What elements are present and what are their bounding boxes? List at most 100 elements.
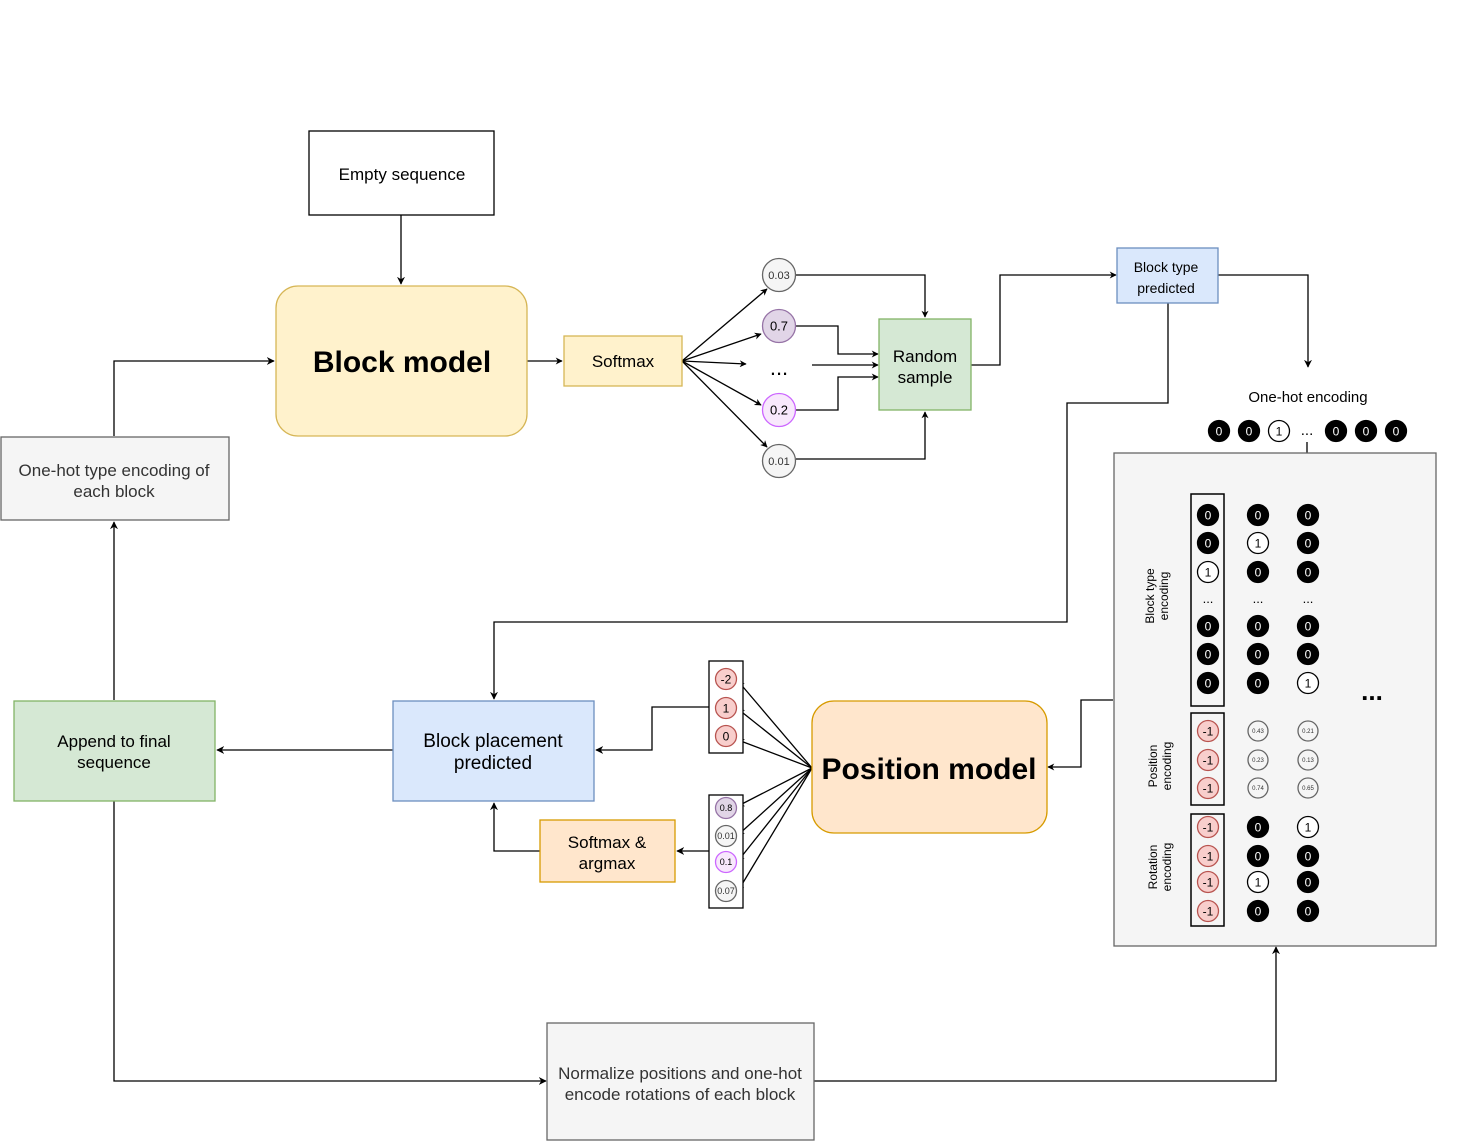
block-placement-box: Block placement predicted (392, 700, 595, 802)
svg-text:1: 1 (1276, 424, 1283, 438)
svg-text:0: 0 (1305, 619, 1312, 633)
normalize-box: Normalize positions and one-hot encode r… (546, 1022, 815, 1141)
position-encoding-label-2: encoding (1160, 742, 1174, 791)
rotation-output-value: 0.1 (714, 850, 738, 874)
softmax-argmax-label-1: Softmax & (568, 833, 647, 852)
softmax-label: Softmax (592, 352, 655, 371)
softmax-argmax-label-2: argmax (579, 854, 636, 873)
svg-text:1: 1 (1255, 875, 1262, 889)
softmax-probabilities: 0.03 0.7... 0.2 0.01 (761, 257, 797, 479)
block-type-bit: 0 (1196, 531, 1220, 555)
position-encoding-label-1: Position (1146, 745, 1160, 788)
position-value: -1 (1196, 776, 1220, 800)
one-hot-bit: 0 (1384, 419, 1408, 443)
rotation-value: -1 (1196, 870, 1220, 894)
position-selected-frame (1190, 712, 1225, 806)
block-type-bit: 0 (1296, 614, 1320, 638)
svg-text:0.7: 0.7 (770, 319, 788, 334)
svg-text:0: 0 (1255, 647, 1262, 661)
svg-text:1: 1 (1305, 676, 1312, 690)
append-final-label-2: sequence (77, 753, 151, 772)
rotation-bit: 0 (1246, 899, 1270, 923)
svg-text:0: 0 (1205, 647, 1212, 661)
rotation-output-vector: 0.8 0.010.1 0.07 (708, 794, 744, 909)
empty-sequence-box: Empty sequence (308, 130, 495, 216)
one-hot-type-label-2: each block (73, 482, 155, 501)
edge-pm-o3 (737, 738, 813, 769)
normalize-label-1: Normalize positions and one-hot (558, 1064, 802, 1083)
svg-text:0: 0 (1255, 565, 1262, 579)
svg-text:0: 0 (1205, 676, 1212, 690)
svg-text:0.01: 0.01 (768, 456, 789, 468)
one-hot-bit: 0 (1207, 419, 1231, 443)
block-type-bit: 0 (1196, 642, 1220, 666)
svg-text:1: 1 (1255, 536, 1262, 550)
rotation-value: -1 (1196, 844, 1220, 868)
empty-sequence-label: Empty sequence (339, 165, 466, 184)
svg-text:0: 0 (1246, 424, 1253, 438)
svg-text:0.21: 0.21 (1302, 729, 1314, 735)
rotation-output-value: 0.07 (714, 879, 738, 903)
edge-posvec-placement (595, 706, 709, 754)
edge-fan-5 (681, 360, 768, 448)
edge-append-normalize (113, 801, 547, 1085)
svg-text:0: 0 (1216, 424, 1223, 438)
svg-text:0: 0 (1255, 676, 1262, 690)
one-hot-type-encoding-box: One-hot type encoding of each block (0, 436, 230, 521)
rotation-output-value: 0.01 (714, 824, 738, 848)
edge-p2-rs (796, 325, 879, 358)
svg-text:-1: -1 (1203, 875, 1214, 889)
block-type-ellipsis: ... (1303, 591, 1314, 606)
random-sample-box: Random sample (878, 318, 972, 411)
svg-text:0: 0 (1255, 619, 1262, 633)
svg-text:0.65: 0.65 (1302, 786, 1314, 792)
position-value: 0.21 (1297, 720, 1319, 742)
block-placement-label-1: Block placement (423, 731, 563, 752)
position-value: 0.23 (1247, 749, 1269, 771)
block-type-bit: 0 (1246, 642, 1270, 666)
block-model-box: Block model (275, 285, 528, 437)
block-type-bit: 0 (1296, 531, 1320, 555)
edge-fan-2 (681, 332, 762, 362)
svg-text:0.03: 0.03 (768, 270, 789, 282)
rotation-bit: 0 (1246, 844, 1270, 868)
block-type-bit: 1 (1296, 671, 1320, 695)
svg-text:1: 1 (1205, 565, 1212, 579)
svg-text:0: 0 (1205, 619, 1212, 633)
position-value: 0.74 (1247, 777, 1269, 799)
rotation-bit: 1 (1296, 815, 1320, 839)
block-type-bit: 0 (1196, 614, 1220, 638)
prob-ellipsis: ... (770, 355, 788, 380)
svg-text:0: 0 (1255, 508, 1262, 522)
append-final-box: Append to final sequence (13, 700, 216, 802)
prob-circle: 0.2 (761, 392, 797, 428)
position-value: -1 (1196, 748, 1220, 772)
svg-text:1: 1 (1305, 820, 1312, 834)
svg-text:0: 0 (723, 729, 730, 743)
prob-circle: 0.01 (761, 443, 797, 479)
encoding-panel: ... Block type encoding Position encodin… (1113, 452, 1437, 947)
edge-pm-o2 (737, 708, 813, 769)
svg-text:0: 0 (1393, 424, 1400, 438)
edge-rs-btp (971, 271, 1117, 366)
svg-text:-1: -1 (1203, 849, 1214, 863)
position-model-label: Position model (821, 753, 1036, 786)
block-type-bit: 0 (1196, 671, 1220, 695)
edge-normalize-panel (814, 946, 1280, 1082)
block-placement-label-2: predicted (454, 753, 532, 774)
position-value: 0.43 (1247, 720, 1269, 742)
svg-text:0.07: 0.07 (717, 886, 735, 896)
svg-text:0: 0 (1255, 820, 1262, 834)
svg-text:0.74: 0.74 (1252, 786, 1264, 792)
one-hot-type-label-1: One-hot type encoding of (19, 461, 210, 480)
svg-text:0: 0 (1305, 536, 1312, 550)
softmax-box: Softmax (563, 335, 683, 387)
svg-text:0: 0 (1305, 849, 1312, 863)
svg-text:0: 0 (1255, 849, 1262, 863)
edge-pm-r1 (737, 767, 813, 807)
svg-text:0: 0 (1333, 424, 1340, 438)
position-output-vector: -210 (708, 660, 744, 754)
block-type-encoding-label-1: Block type (1143, 568, 1157, 624)
svg-text:0.8: 0.8 (720, 803, 733, 813)
